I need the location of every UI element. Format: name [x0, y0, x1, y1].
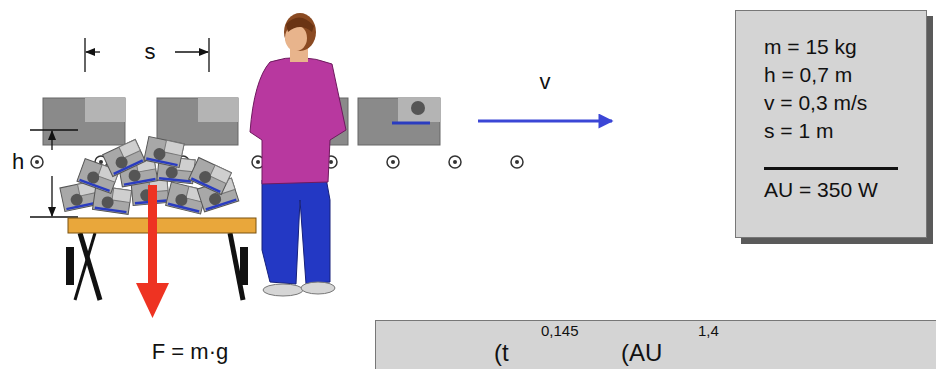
force-arrow — [136, 185, 169, 318]
formula-term: (AU — [621, 341, 662, 365]
parameter-box: m = 15 kgh = 0,7 mv = 0,3 m/ss = 1 m AU =… — [735, 10, 927, 238]
formula-term: 1,4 — [698, 323, 719, 338]
worker — [250, 13, 346, 296]
formula-term: (t — [494, 341, 509, 365]
dimension-label: v — [540, 70, 551, 94]
parameter-line: AU = 350 W — [764, 167, 898, 204]
parameter-line: h = 0,7 m — [764, 61, 898, 89]
conveyor-box — [43, 98, 440, 145]
formula-box: (t 0,145 (AU 1,4 — [375, 320, 936, 369]
parameter-line: m = 15 kg — [764, 33, 898, 61]
force-label: F = m·g — [152, 340, 228, 364]
dimension-label: h — [9, 150, 27, 174]
velocity-arrow — [478, 120, 612, 123]
parameter-line: s = 1 m — [764, 117, 898, 145]
formula-term: 0,145 — [541, 323, 579, 338]
dimension-label: s — [142, 40, 159, 64]
parameter-line: v = 0,3 m/s — [764, 89, 898, 117]
dimension-s — [85, 38, 209, 72]
